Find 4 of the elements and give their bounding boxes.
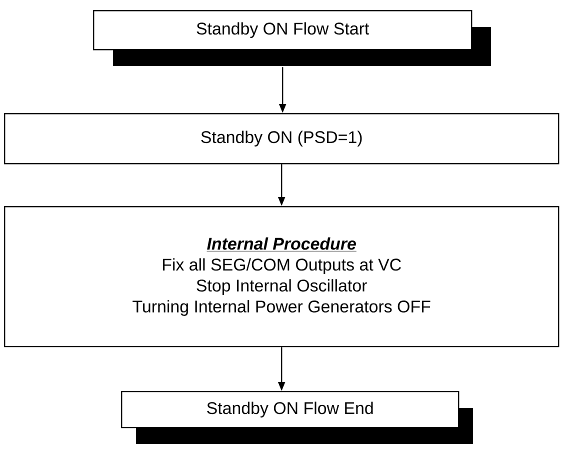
- process-box: Internal Procedure Fix all SEG/COM Outputs at VC Stop Internal Oscillator Turning Internal Power Generators OFF: [4, 206, 560, 348]
- terminal-box: Standby ON Flow Start: [93, 10, 491, 66]
- terminal-box: Standby ON Flow End: [121, 391, 473, 444]
- process-box: Standby ON (PSD=1): [4, 113, 560, 164]
